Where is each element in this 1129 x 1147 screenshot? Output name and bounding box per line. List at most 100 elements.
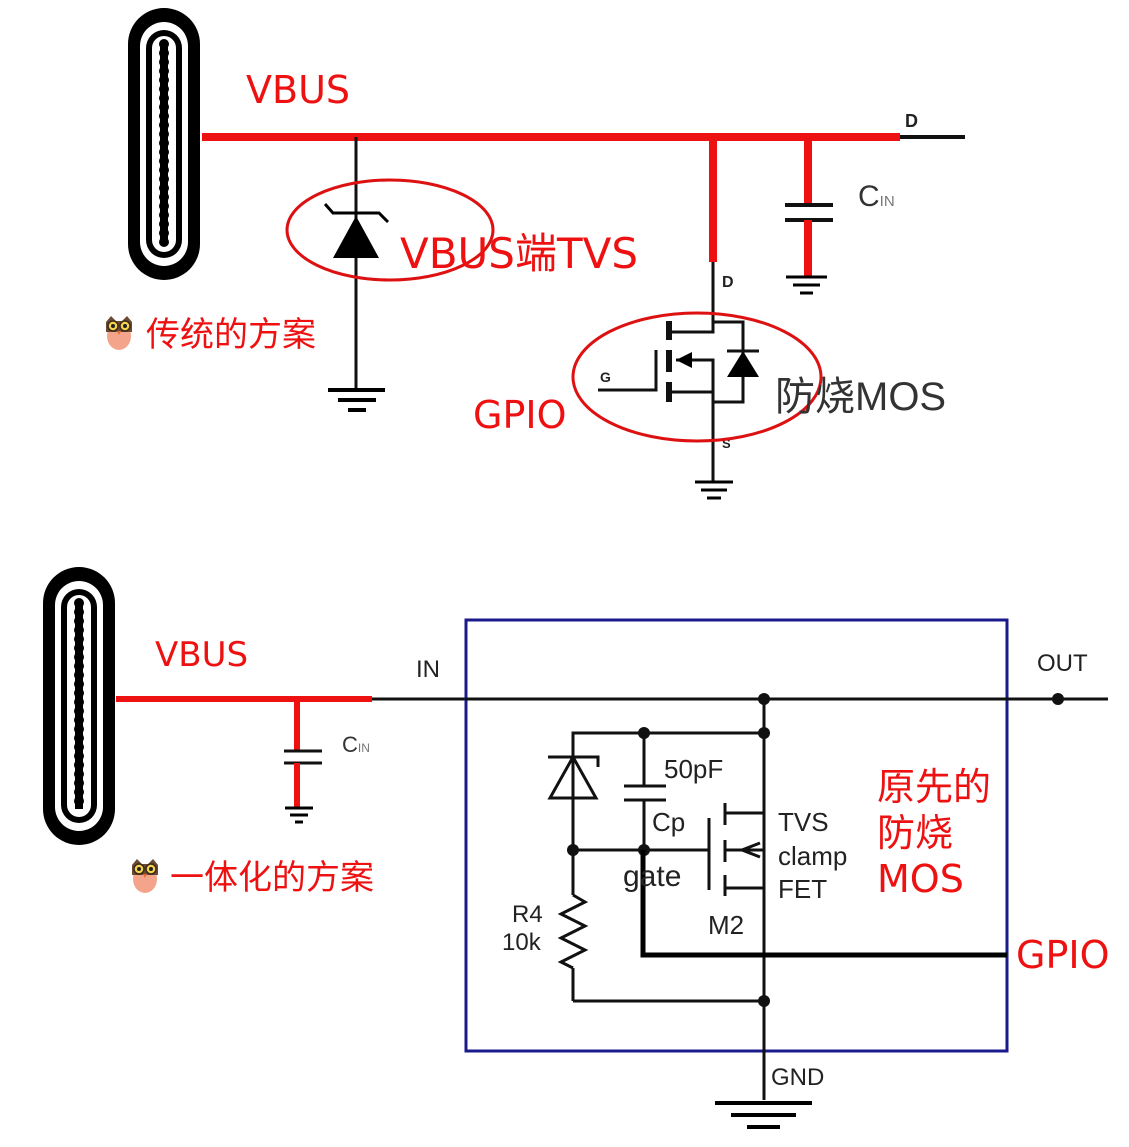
annotation-line-3: MOS [877, 857, 964, 901]
tvs-diode-icon [323, 203, 390, 258]
ground-symbol-cin-bottom [285, 806, 313, 824]
junction-dot [638, 727, 650, 739]
connector-pin [74, 679, 84, 689]
owl-icon [105, 315, 133, 351]
annotation-line-1: 原先的 [877, 765, 991, 809]
connector-pin [74, 778, 84, 788]
cin-label-bottom-main: C [342, 732, 358, 757]
mos-highlight-circle [571, 311, 823, 443]
tvs-label: VBUS端TVS [400, 229, 638, 278]
connector-pin [159, 120, 169, 130]
connector-pin [159, 147, 169, 157]
connector-pin [74, 742, 84, 752]
cin-label-top: CIN [858, 180, 895, 213]
ground-symbol-cin-top [786, 275, 827, 295]
pin-g-label: G [600, 369, 611, 385]
connector-pin [159, 192, 169, 202]
connector-pin [159, 165, 169, 175]
connector-pin [159, 210, 169, 220]
connector-pin [159, 48, 169, 58]
connector-pin [159, 75, 169, 85]
fet-label-1: TVS [778, 807, 829, 837]
junction-dot [567, 844, 579, 856]
cin-label-top-main: C [858, 180, 880, 213]
mosfet-icon [598, 320, 759, 482]
connector-pin [74, 661, 84, 671]
connector-pin [74, 724, 84, 734]
out-junction-dot [1052, 693, 1064, 705]
connector-pin [159, 93, 169, 103]
vbus-label-bottom: VBUS [155, 635, 248, 675]
connector-pin [74, 652, 84, 662]
connector-pin [74, 760, 84, 770]
owl-icon-bottom [131, 858, 159, 894]
ground-symbol-mos [695, 480, 733, 500]
connector-pin [74, 616, 84, 626]
cap-value-label: 50pF [664, 754, 723, 784]
connector-pin [159, 39, 169, 49]
connector-pin [74, 625, 84, 635]
connector-pin [159, 84, 169, 94]
cin-label-bottom: CIN [342, 732, 370, 757]
scheme-label-top: 传统的方案 [146, 315, 316, 355]
connector-pin [159, 111, 169, 121]
usb-c-connector-bottom-icon [43, 567, 115, 845]
inner-circuit [557, 699, 766, 1100]
connector-pin [74, 697, 84, 707]
pin-s-label: S [722, 436, 731, 451]
junction-dot [758, 995, 770, 1007]
mos-label: 防烧MOS [775, 375, 946, 419]
cin-label-top-sub: IN [880, 193, 895, 210]
connector-pin [74, 787, 84, 797]
connector-pin [74, 607, 84, 617]
gpio-wire [640, 850, 1007, 958]
cp-capacitor-icon [624, 784, 666, 802]
connector-pin [159, 57, 169, 67]
connector-pin [159, 219, 169, 229]
connector-pin [74, 634, 84, 644]
connector-pin [159, 237, 169, 247]
connector-pin [74, 715, 84, 725]
connector-pin [74, 688, 84, 698]
vbus-label-top: VBUS [246, 68, 350, 112]
connector-pin [74, 598, 84, 608]
scheme-label-bottom: 一体化的方案 [170, 858, 374, 898]
junction-dot [758, 727, 770, 739]
ground-symbol-tvs [328, 388, 385, 412]
connector-pin [159, 156, 169, 166]
connector-pin [74, 733, 84, 743]
resistor-name-label: R4 [512, 901, 543, 928]
connector-pin [74, 796, 84, 806]
connector-pin [159, 66, 169, 76]
connector-pin [159, 102, 169, 112]
usb-c-connector-icon [128, 8, 200, 280]
connector-pin [159, 129, 169, 139]
connector-pin [159, 228, 169, 238]
fet-name-label: M2 [708, 910, 744, 940]
fet-label-3: FET [778, 874, 827, 904]
connector-pin [74, 769, 84, 779]
in-label: IN [416, 656, 440, 683]
ic-package-box [464, 618, 1009, 1053]
connector-pin [74, 670, 84, 680]
out-label: OUT [1037, 650, 1088, 677]
gpio-label-top: GPIO [473, 393, 566, 437]
connector-pin [74, 643, 84, 653]
fet-label-2: clamp [778, 841, 847, 871]
cap-name-label: Cp [652, 807, 685, 837]
connector-pin [74, 706, 84, 716]
gnd-label: GND [771, 1064, 824, 1091]
cin-label-bottom-sub: IN [358, 741, 370, 755]
gate-label: gate [623, 860, 681, 893]
gpio-label-bottom: GPIO [1016, 933, 1109, 977]
ground-symbol-main [715, 1101, 812, 1129]
pin-d-top-label: D [905, 111, 918, 131]
connector-pin [159, 138, 169, 148]
annotation-line-2: 防烧 [877, 811, 953, 855]
pin-d-label: D [722, 274, 734, 291]
tvs-highlight-circle [285, 178, 495, 282]
connector-pin [159, 201, 169, 211]
connector-pin [159, 174, 169, 184]
resistor-value-label: 10k [502, 929, 542, 956]
